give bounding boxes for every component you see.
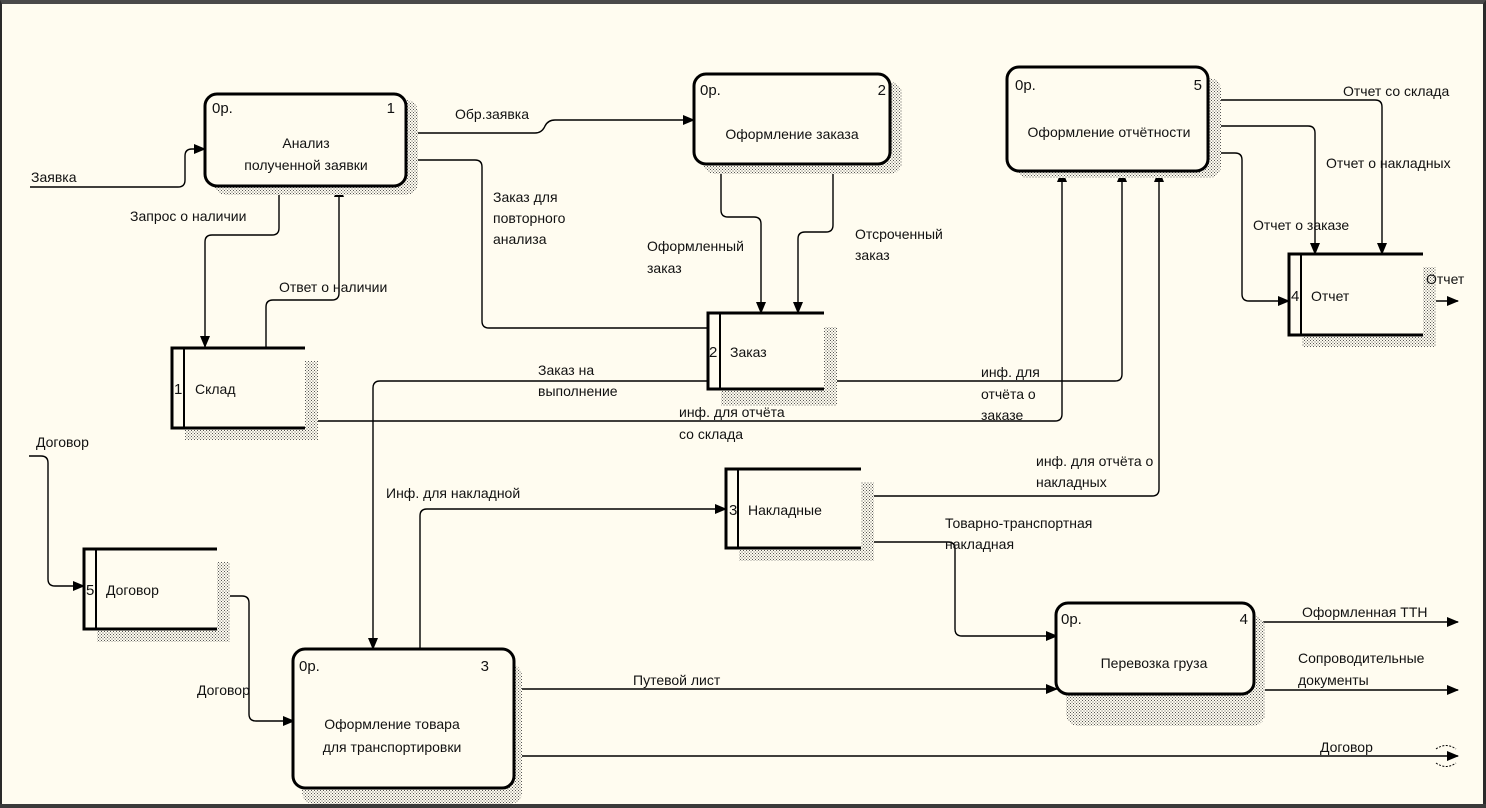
flow-label: Договор — [197, 682, 250, 698]
store-5-number: 5 — [86, 582, 94, 599]
flow-label: Договор — [1320, 739, 1373, 755]
flow-label: Договор — [36, 434, 89, 450]
flow-label: Обр.заявка — [455, 106, 529, 122]
store-1-label: Склад — [195, 381, 236, 397]
process-3-cost: 0р. — [299, 658, 320, 675]
tunnel-icon — [1435, 745, 1457, 767]
dfd-diagram: 0р. 1 Анализ полученной заявки 0р. 2 Офо… — [29, 65, 1465, 804]
process-1-cost: 0р. — [212, 100, 233, 117]
flow-na-vypolnenie[interactable] — [368, 380, 708, 650]
process-2-label-l1: Оформление заказа — [725, 126, 858, 142]
flow-label: Заказ на — [538, 362, 594, 378]
flow-zayavka[interactable] — [30, 144, 206, 188]
flow-label: Заявка — [31, 169, 77, 185]
process-4-cost: 0р. — [1061, 611, 1082, 628]
flow-label: Товарно-транспортная — [945, 515, 1092, 531]
flow-label: Отсроченный — [855, 226, 943, 242]
process-2-number: 2 — [878, 82, 886, 99]
flow-label: анализа — [493, 231, 547, 247]
process-2-cost: 0р. — [700, 82, 721, 99]
flow-label: Оформленная ТТН — [1302, 604, 1428, 620]
flow-dogovor-in[interactable] — [29, 455, 85, 591]
store-2[interactable]: 2 Заказ — [706, 311, 837, 406]
flow-label: Ответ о наличии — [279, 279, 387, 295]
process-4-label-l1: Перевозка груза — [1101, 655, 1208, 671]
flow-povtor[interactable] — [405, 155, 708, 329]
flow-inf-nakladnye[interactable] — [861, 170, 1164, 497]
store-1[interactable]: 1 Склад — [170, 346, 318, 440]
flow-label: накладная — [945, 536, 1014, 552]
store-3[interactable]: 3 Накладные — [724, 467, 874, 561]
process-1-number: 1 — [387, 100, 395, 117]
process-1-label-l1: Анализ — [282, 135, 329, 151]
store-3-number: 3 — [729, 502, 737, 519]
process-3-number: 3 — [481, 658, 489, 675]
flow-inf-zakaz[interactable] — [824, 170, 1127, 382]
flow-label: накладных — [1036, 474, 1107, 490]
flow-otchet-zakaz[interactable] — [1208, 152, 1290, 306]
store-1-number: 1 — [174, 381, 182, 398]
store-4[interactable]: 4 Отчет — [1287, 252, 1436, 347]
process-4[interactable]: 0р. 4 Перевозка груза — [1054, 601, 1265, 726]
flow-label: Заказ для — [493, 189, 558, 205]
flow-inf-nakl[interactable] — [419, 504, 727, 649]
flow-oformlenny[interactable] — [720, 164, 766, 314]
flow-inf-sklad[interactable] — [305, 170, 1067, 422]
store-2-number: 2 — [709, 344, 717, 361]
process-5[interactable]: 0р. 5 Оформление отчётности — [1005, 65, 1221, 178]
process-3[interactable]: 0р. 3 Оформление товара для транспортиро… — [291, 647, 522, 804]
store-5[interactable]: 5 Договор — [82, 547, 230, 642]
store-4-label: Отчет — [1311, 288, 1350, 304]
flow-label: выполнение — [538, 383, 618, 399]
flow-label: повторного — [493, 210, 566, 226]
flow-label: Оформленный — [647, 238, 744, 254]
flow-label: Инф. для накладной — [386, 485, 520, 501]
flow-otchet-nakl[interactable] — [1208, 125, 1320, 255]
process-4-number: 4 — [1240, 611, 1248, 628]
flow-label: инф. для — [981, 364, 1040, 380]
flow-dogovor-p3[interactable] — [217, 595, 295, 726]
flow-label: Путевой лист — [633, 672, 721, 688]
flow-label: заказе — [981, 407, 1024, 423]
flow-otvet[interactable] — [265, 185, 344, 347]
process-5-cost: 0р. — [1015, 77, 1036, 94]
process-5-number: 5 — [1194, 77, 1202, 94]
stores: 1 Склад 2 Заказ 3 Накладные — [82, 252, 1436, 642]
flows — [29, 99, 1459, 767]
process-1-label-l2: полученной заявки — [244, 157, 367, 173]
flow-label: документы — [1298, 672, 1369, 688]
store-3-label: Накладные — [748, 502, 822, 518]
flow-label: заказ — [647, 260, 682, 276]
process-3-label-l1: Оформление товара — [324, 716, 460, 732]
store-5-label: Договор — [106, 582, 159, 598]
flow-label: Отчет — [1426, 271, 1465, 287]
flow-label: отчёта о — [981, 386, 1036, 402]
store-2-label: Заказ — [730, 344, 767, 360]
process-3-label-l2: для транспортировки — [323, 739, 462, 755]
process-5-label-l1: Оформление отчётности — [1028, 124, 1191, 140]
flow-label: Отчет со склада — [1343, 83, 1449, 99]
flow-label: Отчет о заказе — [1253, 217, 1349, 233]
flow-labels: Заявка Обр.заявка Запрос о наличии Ответ… — [31, 83, 1465, 755]
flow-label: инф. для отчёта о — [1036, 453, 1154, 469]
processes: 0р. 1 Анализ полученной заявки 0р. 2 Офо… — [203, 65, 1265, 804]
flow-label: заказ — [855, 247, 890, 263]
flow-label: Запрос о наличии — [130, 208, 246, 224]
flow-otsrochenny[interactable] — [793, 164, 834, 314]
flow-label: со склада — [679, 426, 743, 442]
flow-label: инф. для отчёта — [679, 404, 785, 420]
process-2[interactable]: 0р. 2 Оформление заказа — [692, 72, 902, 174]
flow-ttn[interactable] — [861, 541, 1058, 641]
process-1[interactable]: 0р. 1 Анализ полученной заявки — [203, 92, 418, 195]
flow-label: Отчет о накладных — [1326, 155, 1451, 171]
flow-obr-zayavka[interactable] — [406, 115, 695, 134]
store-4-number: 4 — [1291, 288, 1299, 305]
flow-label: Сопроводительные — [1298, 650, 1425, 666]
flow-zapros[interactable] — [200, 186, 280, 348]
flow-otchet-sklad[interactable] — [1208, 99, 1387, 255]
